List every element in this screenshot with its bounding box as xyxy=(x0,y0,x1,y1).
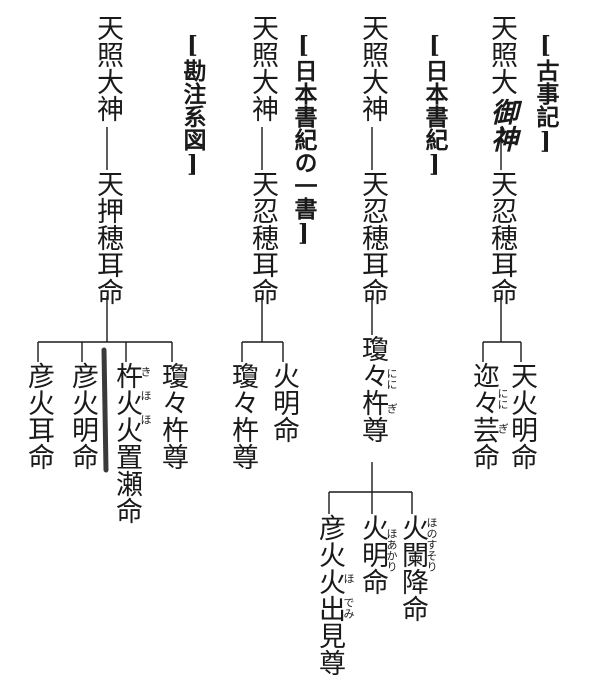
nihonshoki-ggc-3-ruby: ほ でみ xyxy=(342,573,355,619)
kanchu-grandchild-2-ruby: き ほ ほ xyxy=(139,366,152,425)
kanchu-grandchild-1: 瓊々杵尊 xyxy=(157,362,188,470)
issho-grandchild-1: 火明命 xyxy=(268,362,299,443)
kojiki-grandchild-2-ruby: にに ぎ xyxy=(496,388,509,434)
header-kanchu-keizu: [勘注系図] xyxy=(179,32,206,178)
issho-child: 天忍穂耳命 xyxy=(247,170,278,305)
header-nihonshoki-issho: [日本書紀の一書] xyxy=(290,32,317,247)
header-kojiki: [古事記] xyxy=(532,32,559,155)
nihonshoki-ggc-2: 火明命 xyxy=(357,514,388,595)
kojiki-root-a: 天照大 xyxy=(486,14,517,95)
kanchu-child: 天押穂耳命 xyxy=(92,170,123,305)
kojiki-grandchild-1: 天火明命 xyxy=(506,362,537,470)
kanchu-grandchild-2: 杵火火置瀬命 xyxy=(111,362,142,524)
nihonshoki-ggc-2-ruby: ほあかり xyxy=(385,528,398,572)
nihonshoki-grandchild-ruby: にに ぎ xyxy=(385,368,398,414)
nihonshoki-ggc-1-ruby: ほのすそり xyxy=(425,517,438,572)
nihonshoki-root: 天照大神 xyxy=(357,14,388,122)
issho-grandchild-2: 瓊々杵尊 xyxy=(227,362,258,470)
issho-root: 天照大神 xyxy=(247,14,278,122)
kojiki-root-b-handwritten: 御神 xyxy=(486,98,517,152)
kanchu-grandchild-3: 彦火明命 xyxy=(67,362,98,470)
kojiki-grandchild-2: 迩々芸命 xyxy=(468,362,499,470)
nihonshoki-ggc-1: 火闌降命 xyxy=(397,514,428,622)
kanchu-root: 天照大神 xyxy=(92,14,123,122)
kojiki-child: 天忍穂耳命 xyxy=(486,170,517,305)
header-nihonshoki: [日本書紀] xyxy=(421,32,448,178)
kanchu-grandchild-4: 彦火耳命 xyxy=(23,362,54,470)
nihonshoki-ggc-3: 彦火火出見尊 xyxy=(314,514,345,676)
nihonshoki-grandchild: 瓊々杵尊 xyxy=(357,335,388,443)
handwritten-mark xyxy=(101,347,109,473)
nihonshoki-child: 天忍穂耳命 xyxy=(357,170,388,305)
